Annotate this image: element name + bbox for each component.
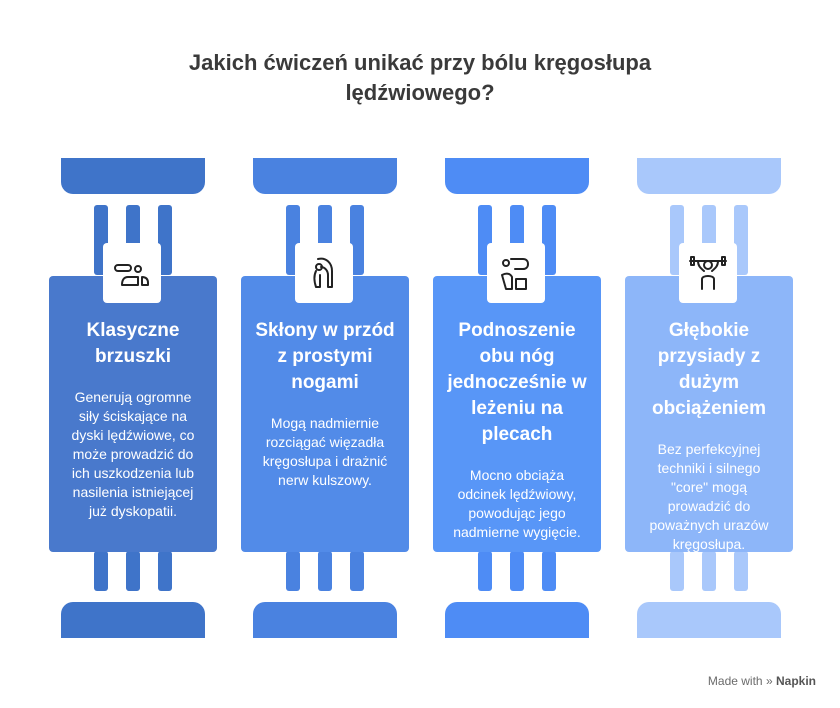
exercise-description-line: Generują ogromne	[74, 389, 192, 405]
exercise-heading-line: Skłony w przód	[255, 320, 395, 341]
exercise-heading-line: nogami	[291, 372, 359, 393]
exercise-heading-line: Klasyczne	[86, 320, 180, 341]
exercise-heading-line: Podnoszenie	[458, 320, 576, 341]
exercise-description-line: techniki i silnego	[657, 460, 761, 476]
pillar-top-cap	[253, 158, 397, 194]
exercise-description-line: kręgosłupa.	[672, 536, 746, 552]
exercise-heading-line: Głębokie	[668, 320, 750, 341]
title-line-1: Jakich ćwiczeń unikać przy bólu kręgosłu…	[188, 50, 652, 75]
exercise-description-line: nadmierne wygięcie.	[453, 524, 581, 540]
exercise-description-line: ich uszkodzenia lub	[71, 465, 195, 481]
exercise-heading-line: leżeniu na	[471, 398, 563, 419]
footer-credit: Made with » Napkin	[708, 674, 816, 688]
pillar-bottom-cap	[61, 602, 205, 638]
pillar-top-cap	[637, 158, 781, 194]
napkin-brand: Napkin	[775, 674, 816, 688]
exercise-panel	[49, 276, 217, 552]
exercise-description-line: nasilenia istniejącej	[72, 484, 194, 500]
exercise-heading-line: plecach	[481, 424, 553, 445]
exercise-description-line: powodując jego	[468, 505, 566, 521]
exercise-heading-line: obciążeniem	[651, 398, 767, 419]
exercise-heading: Podnoszenie obu nóg jednocześnie w leżeniu …	[441, 318, 593, 448]
pillar-bar	[318, 551, 332, 591]
pillar-bar	[350, 551, 364, 591]
exercise-description: Generują ogromne siły ściskające na dyski …	[63, 388, 203, 521]
crunch-exercise-icon	[103, 243, 161, 303]
exercise-panel	[625, 276, 793, 552]
pillar-top-cap	[445, 158, 589, 194]
exercise-description-line: Mogą nadmiernie	[270, 415, 380, 431]
pillar-bottom-cap	[637, 602, 781, 638]
exercise-description: Mogą nadmiernie rozciągać więzadła kręgosł…	[255, 414, 395, 490]
exercise-description-line: może prowadzić do	[72, 446, 194, 462]
leg-raise-icon	[487, 243, 545, 303]
exercise-description-line: odcinek lędźwiowy,	[457, 486, 577, 502]
exercise-description-line: Mocno obciąża	[469, 467, 565, 483]
pillar-bar	[478, 551, 492, 591]
exercise-heading-line: z prostymi	[277, 346, 373, 367]
exercise-column: Podnoszenie obu nóg jednocześnie w leżeniu …	[433, 0, 601, 708]
pillar-bottom-cap	[445, 602, 589, 638]
pillar-bar	[542, 551, 556, 591]
exercise-description-line: poważnych urazów	[649, 517, 769, 533]
exercise-description-line: dyski lędźwiowe, co	[71, 427, 195, 443]
pillar-top-cap	[61, 158, 205, 194]
pillar-bar	[734, 551, 748, 591]
pillar-bar	[542, 205, 556, 275]
pillar-bar	[350, 205, 364, 275]
weighted-squat-icon	[679, 243, 737, 303]
exercise-description-line: już dyskopatii.	[89, 503, 177, 519]
exercise-description-line: siły ściskające na	[78, 408, 188, 424]
pillar-bottom-cap	[253, 602, 397, 638]
exercise-heading-line: brzuszki	[94, 346, 172, 367]
exercise-heading: Klasyczne brzuszki	[57, 318, 209, 370]
pillar-bar	[158, 551, 172, 591]
exercise-description-line: rozciągać więzadła	[265, 434, 385, 450]
pillar-bar	[286, 551, 300, 591]
page-title: Jakich ćwiczeń unikać przy bólu kręgosłu…	[0, 48, 840, 108]
exercise-heading: Głębokie przysiady z dużym obciążeniem	[633, 318, 785, 422]
exercise-heading-line: dużym	[678, 372, 740, 393]
exercise-heading-line: przysiady z	[657, 346, 761, 367]
exercise-heading-line: obu nóg	[479, 346, 555, 367]
exercise-description: Mocno obciąża odcinek lędźwiowy, powodując…	[447, 466, 587, 542]
pillar-bar	[702, 551, 716, 591]
pillar-bar	[510, 551, 524, 591]
exercise-description-line: kręgosłupa i drażnić	[262, 453, 388, 469]
pillar-bar	[94, 551, 108, 591]
exercise-panel	[433, 276, 601, 552]
pillar-bar	[158, 205, 172, 275]
exercise-description-line: Bez perfekcyjnej	[657, 441, 761, 457]
exercise-description-line: "core" mogą	[670, 479, 748, 495]
exercise-heading: Skłony w przód z prostymi nogami	[249, 318, 401, 396]
exercise-heading-line: jednocześnie w	[447, 372, 587, 393]
made-with-label: Made with	[707, 674, 763, 688]
title-line-2: lędźwiowego?	[345, 80, 495, 105]
forward-bend-icon	[295, 243, 353, 303]
pillar-bar	[126, 551, 140, 591]
exercise-description-line: nerw kulszowy.	[278, 472, 372, 488]
exercise-panel	[241, 276, 409, 552]
exercise-description-line: prowadzić do	[667, 498, 751, 514]
napkin-logo-icon: »	[765, 674, 773, 688]
exercise-description: Bez perfekcyjnej techniki i silnego "core"…	[639, 440, 779, 554]
pillar-bar	[670, 551, 684, 591]
pillar-bar	[734, 205, 748, 275]
